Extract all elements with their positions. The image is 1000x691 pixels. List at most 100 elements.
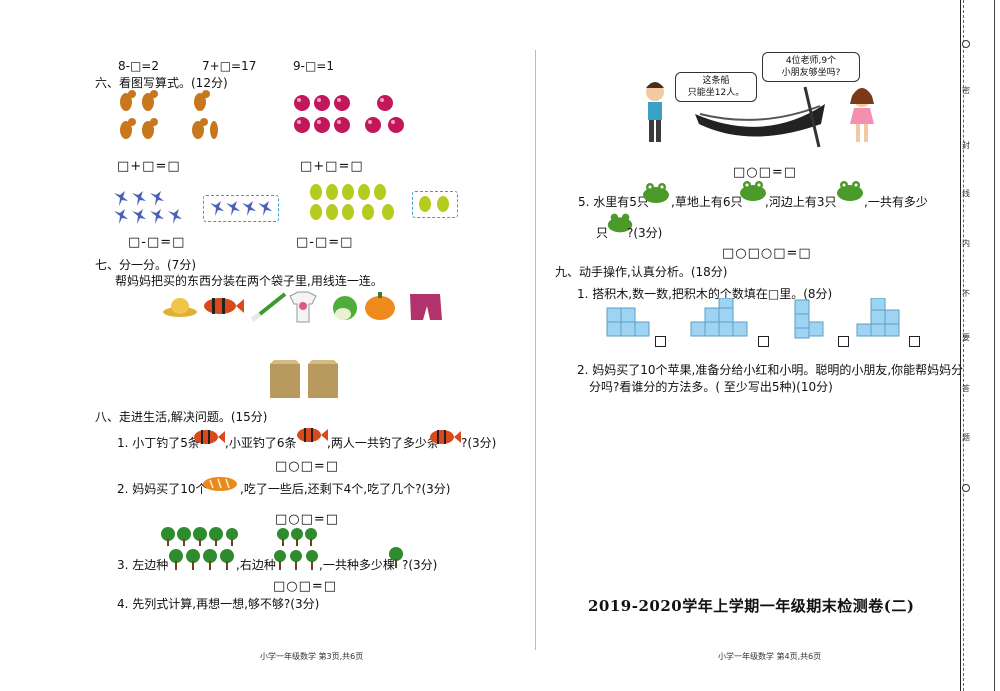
fish-icon xyxy=(194,430,225,444)
margin-char-6: 要 xyxy=(962,333,970,342)
q5-part-e: 只 xyxy=(596,226,609,240)
frog-icon xyxy=(643,183,669,203)
equation-1: 8-□=2 xyxy=(118,59,159,73)
squirrel-icon xyxy=(142,118,158,139)
q5-part-c: ,河边上有3只 xyxy=(765,195,837,209)
fish-icon xyxy=(204,298,244,314)
fish-icon xyxy=(297,428,328,442)
pears-in-box xyxy=(419,196,449,212)
fish-icon xyxy=(430,430,461,444)
section-9-heading: 九、动手操作,认真分析。(18分) xyxy=(555,265,728,279)
squirrel-icon xyxy=(120,118,136,139)
section-7-heading: 七、分一分。(7分) xyxy=(95,258,196,272)
right-page-footer: 小学一年级数学 第4页,共6页 xyxy=(718,652,822,661)
pinwheel-dashed-box xyxy=(203,195,279,222)
tree-icon xyxy=(389,547,403,568)
pinwheel-icon xyxy=(150,191,164,206)
q8-3-part-d: ?(3分) xyxy=(402,558,438,572)
section-7-instruction: 帮妈妈把买的东西分装在两个袋子里,用线连一连。 xyxy=(115,274,383,288)
section-6-add-equation-1[interactable]: □+□=□ xyxy=(117,159,181,174)
q8-2-equation[interactable]: □○□=□ xyxy=(275,512,340,527)
margin-char-1: 密 xyxy=(962,86,970,95)
squirrel-icon xyxy=(120,90,136,111)
boat-icon xyxy=(695,86,825,148)
binding-hole-bottom xyxy=(962,484,970,492)
boat-equation[interactable]: □○□=□ xyxy=(733,165,798,180)
q9-2-line-2: 分吗?看谁分的方法多。( 至少写出5种)(10分) xyxy=(589,380,833,394)
frog-icon xyxy=(837,181,863,201)
q9-2-line-1: 2. 妈妈买了10个苹果,准备分给小红和小明。聪明的小朋友,你能帮妈妈分 xyxy=(577,363,964,377)
margin-char-4: 内 xyxy=(962,239,970,248)
q8-1-part-a: 1. 小丁钓了5条 xyxy=(117,436,200,450)
squirrel-icon xyxy=(192,118,208,139)
margin-char-3: 线 xyxy=(962,189,970,198)
balls-illustration xyxy=(294,95,404,133)
pinwheels-illustration xyxy=(114,191,182,224)
blocks-count-box-3[interactable] xyxy=(838,336,849,347)
trees-top-row-right xyxy=(277,528,317,546)
trees-left-bottom xyxy=(169,549,234,570)
q5-part-f: ?(3分) xyxy=(627,226,663,240)
binding-hole-top xyxy=(962,40,970,48)
binding-margin-line xyxy=(960,0,961,691)
q8-3-equation[interactable]: □○□=□ xyxy=(273,579,338,594)
equation-3: 9-□=1 xyxy=(293,59,334,73)
equation-2: 7+□=17 xyxy=(202,59,257,73)
section-6-sub-equation-2[interactable]: □-□=□ xyxy=(296,235,354,250)
q8-1-part-c: ,两人一共钓了多少条 xyxy=(327,436,439,450)
q9-1-text: 1. 搭积木,数一数,把积木的个数填在□里。(8分) xyxy=(577,287,833,301)
blocks-count-box-2[interactable] xyxy=(758,336,769,347)
shopping-bags-illustration xyxy=(270,360,338,398)
frog-equation[interactable]: □○□○□=□ xyxy=(722,246,812,261)
section-6-add-equation-2[interactable]: □+□=□ xyxy=(300,159,364,174)
q8-1-equation[interactable]: □○□=□ xyxy=(275,459,340,474)
pumpkin-icon xyxy=(365,292,395,320)
hat-icon xyxy=(163,298,197,317)
section-6-sub-equation-1[interactable]: □-□=□ xyxy=(128,235,186,250)
building-blocks-illustration xyxy=(606,298,900,339)
shorts-icon xyxy=(410,294,442,320)
girl-icon xyxy=(850,88,874,142)
green-onion-icon xyxy=(250,292,287,322)
bag-icon xyxy=(308,360,338,398)
pinwheels-in-box xyxy=(210,201,272,216)
q8-1-part-d: ?(3分) xyxy=(461,436,497,450)
bag-icon xyxy=(270,360,300,398)
trees-top-row xyxy=(161,527,238,546)
section-8-heading: 八、走进生活,解决问题。(15分) xyxy=(95,410,268,424)
q8-1-part-b: ,小亚钓了6条 xyxy=(225,436,297,450)
boat-scene-illustration xyxy=(646,82,874,148)
q5-part-d: ,一共有多少 xyxy=(864,195,928,209)
q5-part-b: ,草地上有6只 xyxy=(671,195,743,209)
pinwheel-icon xyxy=(168,209,182,224)
q8-3-part-a: 3. 左边种 xyxy=(117,558,169,572)
speech-bubble-girl: 4位老师,9个 小朋友够坐吗? xyxy=(762,52,860,82)
margin-char-2: 封 xyxy=(962,141,970,150)
boy-icon xyxy=(646,82,664,142)
section-6-heading: 六、看图写算式。(12分) xyxy=(95,76,228,90)
page-divider xyxy=(535,50,536,650)
pinwheel-icon xyxy=(132,191,146,206)
squirrels-illustration xyxy=(120,90,218,139)
blocks-count-box-1[interactable] xyxy=(655,336,666,347)
q8-3-part-b: ,右边种 xyxy=(236,558,276,572)
margin-char-5: 不 xyxy=(962,289,970,298)
items-row-illustration xyxy=(163,291,442,323)
margin-char-8: 题 xyxy=(962,433,970,442)
binding-margin-dashed-line xyxy=(963,0,964,691)
blocks-count-box-4[interactable] xyxy=(909,336,920,347)
squirrel-icon xyxy=(194,90,210,111)
speech-bubble-boy: 这条船 只能坐12人。 xyxy=(675,72,757,102)
pinwheel-icon xyxy=(114,209,128,224)
squirrel-icon xyxy=(210,121,218,139)
left-page-footer: 小学一年级数学 第3页,共6页 xyxy=(260,652,364,661)
q5-part-a: 5. 水里有5只 xyxy=(578,195,649,209)
frog-icon xyxy=(607,213,633,233)
frog-icon xyxy=(740,181,766,201)
exam-title: 2019-2020学年上学期一年级期末检测卷(二) xyxy=(588,597,915,615)
margin-char-7: 答 xyxy=(962,384,970,393)
q8-3-part-c: ,一共种多少棵 xyxy=(319,558,395,572)
page-right-border xyxy=(994,0,995,691)
pinwheel-icon xyxy=(150,209,164,224)
pears-illustration xyxy=(310,184,394,220)
